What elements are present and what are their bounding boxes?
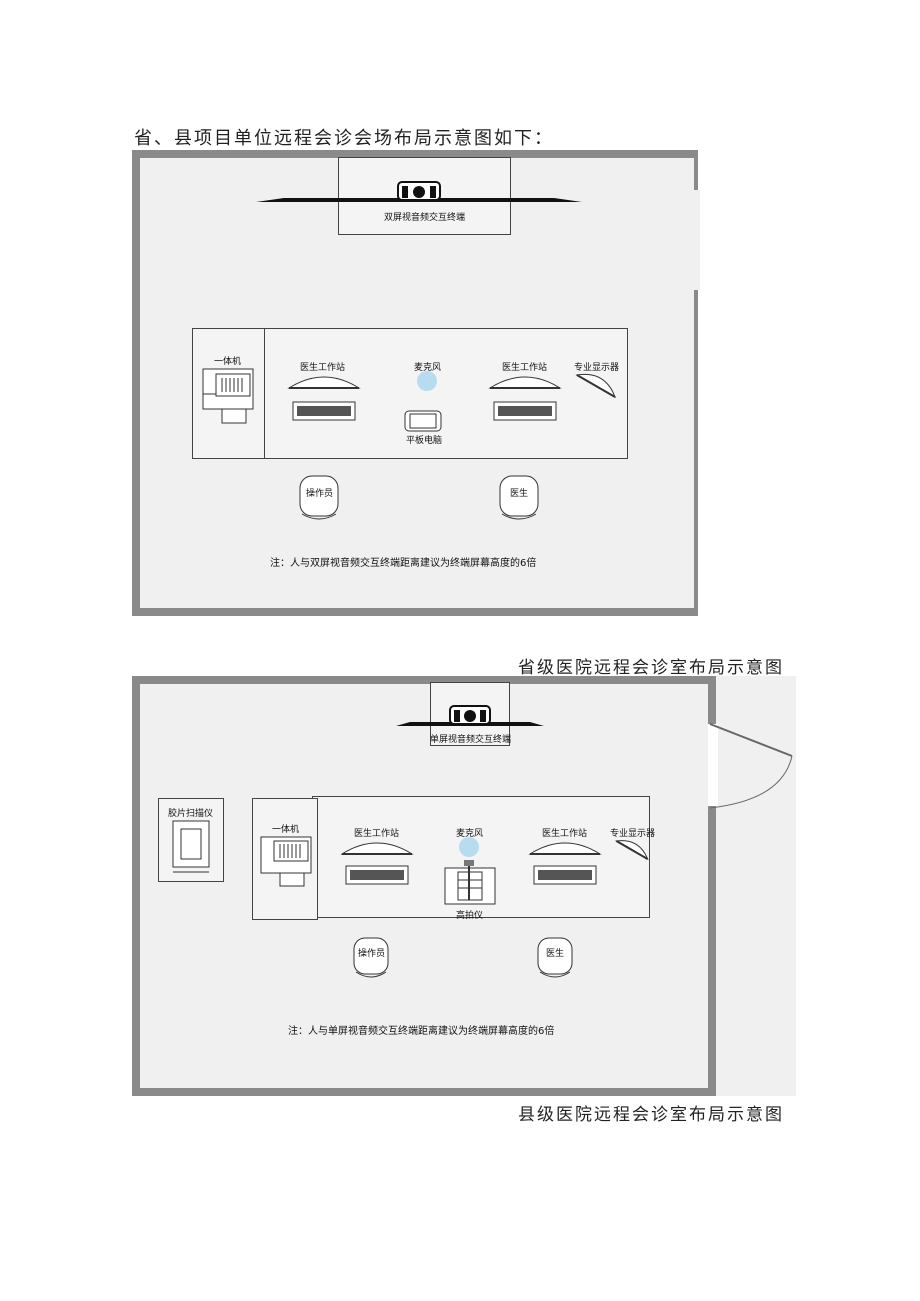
terminal-label: 单屏视音频交互终端 bbox=[430, 735, 512, 745]
all-in-one-icon bbox=[202, 368, 254, 424]
distance-note: 注：人与单屏视音频交互终端距离建议为终端屏幕高度的6倍 bbox=[288, 1026, 555, 1037]
provincial-layout-diagram: 双屏视音频交互终端 一体机 医生工作站 麦克风 平板电脑 医生工作站 专 bbox=[132, 150, 700, 616]
doctor-chair-icon bbox=[537, 937, 573, 978]
intro-text: 省、县项目单位远程会诊会场布局示意图如下： bbox=[134, 128, 554, 149]
document-camera-icon bbox=[444, 860, 496, 905]
room-wall bbox=[132, 676, 716, 1096]
pro-display-icon bbox=[575, 373, 617, 399]
document-camera-label: 高拍仪 bbox=[456, 911, 484, 921]
microphone-icon bbox=[417, 371, 437, 391]
all-in-one-icon bbox=[260, 836, 312, 887]
tablet-label: 平板电脑 bbox=[406, 436, 443, 446]
dual-screen-terminal-icon bbox=[256, 181, 582, 202]
workstation-left-label: 医生工作站 bbox=[300, 363, 346, 373]
door-gap bbox=[708, 724, 718, 806]
operator-label: 操作员 bbox=[358, 949, 386, 959]
terminal-box bbox=[338, 157, 511, 235]
room-wall bbox=[132, 150, 698, 616]
pro-display-label: 专业显示器 bbox=[610, 829, 656, 839]
workstation-left-icon bbox=[287, 376, 361, 421]
desk-divider bbox=[264, 328, 265, 459]
film-scanner-label: 胶片扫描仪 bbox=[168, 809, 214, 819]
distance-note: 注：人与双屏视音频交互终端距离建议为终端屏幕高度的6倍 bbox=[270, 558, 537, 569]
pro-display-icon bbox=[614, 840, 649, 861]
diagram2-caption: 县级医院远程会诊室布局示意图 bbox=[518, 1105, 784, 1125]
door-gap bbox=[692, 190, 700, 290]
pro-display-label: 专业显示器 bbox=[574, 363, 620, 373]
microphone-label: 麦克风 bbox=[414, 363, 442, 373]
workstation-left-label: 医生工作站 bbox=[354, 829, 400, 839]
all-in-one-label: 一体机 bbox=[214, 357, 242, 367]
doctor-label: 医生 bbox=[546, 949, 565, 959]
operator-chair-icon bbox=[299, 475, 339, 520]
workstation-right-label: 医生工作站 bbox=[502, 363, 548, 373]
operator-label: 操作员 bbox=[306, 489, 334, 499]
film-scanner-icon bbox=[172, 820, 210, 873]
microphone-icon bbox=[459, 837, 479, 857]
workstation-right-icon bbox=[528, 842, 602, 885]
workstation-right-icon bbox=[488, 376, 562, 421]
doctor-label: 医生 bbox=[510, 489, 529, 499]
doctor-chair-icon bbox=[499, 475, 539, 520]
workstation-left-icon bbox=[340, 842, 414, 885]
county-layout-diagram: 单屏视音频交互终端 胶片扫描仪 一体机 医生工作站 麦克风 bbox=[132, 676, 796, 1096]
tablet-icon bbox=[404, 410, 442, 432]
operator-chair-icon bbox=[353, 937, 389, 978]
all-in-one-label: 一体机 bbox=[272, 825, 300, 835]
diagram1-caption: 省级医院远程会诊室布局示意图 bbox=[518, 658, 784, 678]
single-screen-terminal-icon bbox=[396, 705, 544, 726]
door-icon bbox=[709, 723, 793, 809]
workstation-right-label: 医生工作站 bbox=[542, 829, 588, 839]
microphone-label: 麦克风 bbox=[456, 829, 484, 839]
terminal-label: 双屏视音频交互终端 bbox=[384, 213, 466, 223]
